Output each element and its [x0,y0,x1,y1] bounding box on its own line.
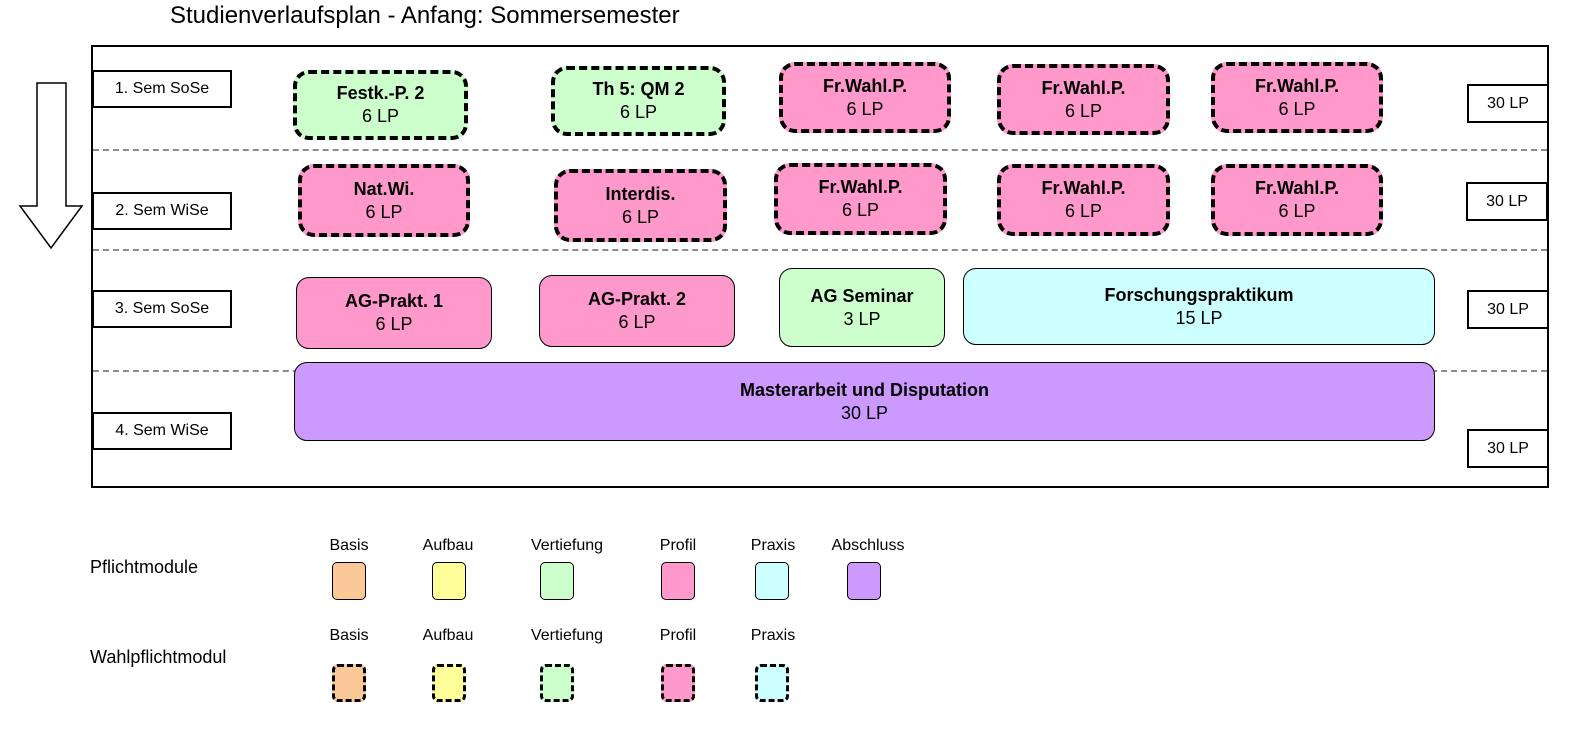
module-card: AG-Prakt. 2 6 LP [539,275,735,347]
module-name: Nat.Wi. [353,178,415,199]
semester-total-1: 30 LP [1467,84,1549,123]
module-card: Fr.Wahl.P. 6 LP [1211,164,1383,236]
legend-swatch-profil [661,664,695,702]
legend-swatch-abschluss [847,562,881,600]
module-name: Fr.Wahl.P. [1254,75,1340,96]
module-card: Forschungspraktikum 15 LP [963,268,1435,345]
module-card: Fr.Wahl.P. 6 LP [774,163,947,235]
semester-label-4: 4. Sem WiSe [92,412,232,450]
module-credits: 3 LP [843,308,881,329]
page-title: Studienverlaufsplan - Anfang: Sommerseme… [170,2,680,29]
legend-label: Profil [659,627,697,644]
semester-divider [93,249,1547,251]
module-credits: 6 LP [841,200,880,220]
module-name: Th 5: QM 2 [592,79,685,99]
legend-swatch-vertiefung [540,562,574,600]
semester-divider [93,149,1547,151]
module-credits: 6 LP [1278,201,1316,221]
module-card: Interdis. 6 LP [554,169,727,242]
module-name: Fr.Wahl.P. [1041,178,1126,198]
module-credits: 6 LP [1278,98,1316,119]
module-card: Fr.Wahl.P. 6 LP [997,64,1170,135]
legend-swatch-profil [661,562,695,600]
legend-swatch-praxis [755,562,789,600]
module-card: Masterarbeit und Disputation 30 LP [294,362,1435,441]
legend-label: Basis [329,627,369,644]
legend-swatch-aufbau [432,664,466,702]
module-card: Fr.Wahl.P. 6 LP [1211,62,1383,133]
module-name: Festk.-P. 2 [336,83,425,103]
module-credits: 6 LP [375,314,413,334]
semester-total-2: 30 LP [1466,182,1548,221]
legend-swatch-basis [332,562,366,600]
module-name: Fr.Wahl.P. [1254,178,1340,198]
semester-label-3: 3. Sem SoSe [92,290,232,328]
legend-label: Praxis [750,627,796,644]
module-name: Masterarbeit und Disputation [739,379,990,400]
legend-label: Basis [329,537,369,554]
legend-label: Abschluss [831,537,905,554]
legend-swatch-vertiefung [540,664,574,702]
module-credits: 6 LP [361,106,400,126]
module-card: AG-Prakt. 1 6 LP [296,277,492,349]
module-credits: 6 LP [1064,100,1103,121]
semester-label-2: 2. Sem WiSe [92,192,232,230]
module-credits: 6 LP [1064,201,1103,221]
module-name: Fr.Wahl.P. [822,75,908,96]
module-credits: 6 LP [618,312,656,332]
semester-plan-frame [91,45,1549,488]
module-card: AG Seminar 3 LP [779,268,945,347]
module-card: Fr.Wahl.P. 6 LP [779,62,951,133]
module-card: Fr.Wahl.P. 6 LP [997,164,1170,236]
legend-label: Profil [659,537,697,554]
module-name: AG Seminar [810,285,914,306]
legend-label: Vertiefung [530,537,604,554]
module-name: Forschungspraktikum [1104,284,1294,305]
legend-label: Vertiefung [530,627,604,644]
module-name: Fr.Wahl.P. [818,177,903,197]
legend-swatch-aufbau [432,562,466,600]
module-credits: 6 LP [365,201,403,222]
legend-label: Aufbau [422,627,474,644]
legend-swatch-praxis [755,664,789,702]
semester-label-1: 1. Sem SoSe [92,70,232,108]
module-credits: 30 LP [840,402,889,423]
module-credits: 15 LP [1175,307,1223,328]
module-credits: 6 LP [621,206,660,227]
module-name: AG-Prakt. 2 [587,289,687,309]
legend-elective-label: Wahlpflichtmodul [90,647,227,667]
module-credits: 6 LP [619,102,658,122]
legend-label: Aufbau [422,537,474,554]
module-card: Nat.Wi. 6 LP [298,164,470,237]
legend-label: Praxis [750,537,796,554]
semester-total-3: 30 LP [1467,290,1549,329]
module-name: AG-Prakt. 1 [344,291,444,311]
module-name: Fr.Wahl.P. [1041,77,1126,98]
semester-total-4: 30 LP [1467,429,1549,468]
arrow-down-icon [18,82,84,250]
module-card: Th 5: QM 2 6 LP [551,66,726,136]
module-card: Festk.-P. 2 6 LP [293,70,468,140]
module-name: Interdis. [605,183,676,204]
legend-swatch-basis [332,664,366,702]
legend-mandatory-label: Pflichtmodule [90,557,199,577]
module-credits: 6 LP [846,98,884,119]
